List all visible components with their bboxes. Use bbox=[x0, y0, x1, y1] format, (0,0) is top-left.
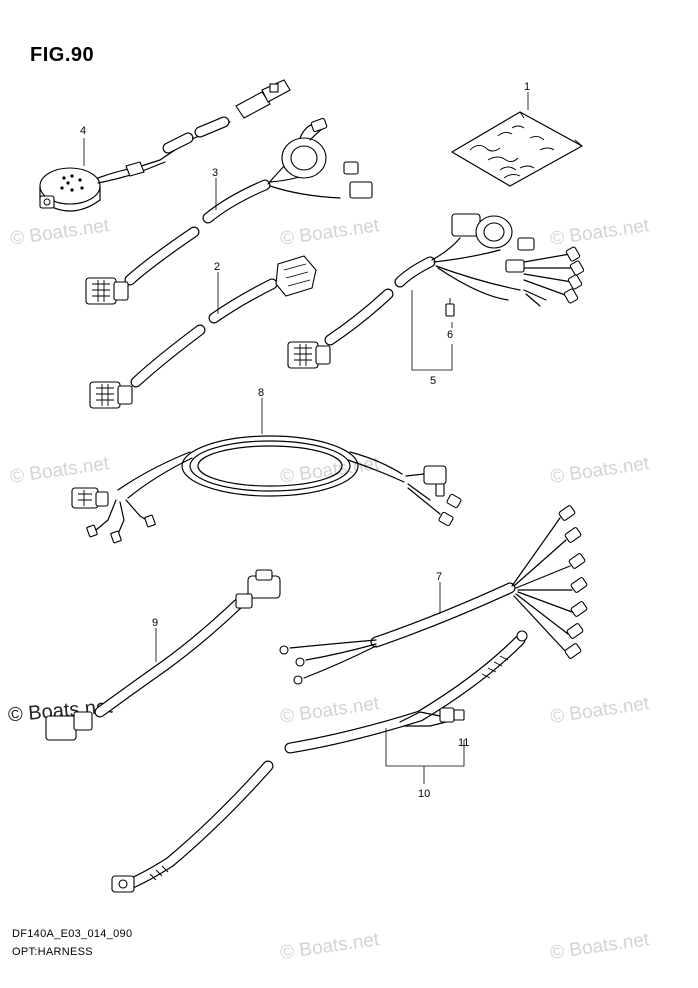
part-4-buzzer-harness bbox=[39, 79, 291, 212]
part-7-multi-lead-harness bbox=[279, 505, 588, 685]
callout-2: 2 bbox=[214, 261, 220, 273]
part-3-harness bbox=[85, 117, 373, 305]
figure-name-caption: OPT:HARNESS bbox=[12, 946, 93, 958]
part-10-long-harness bbox=[111, 630, 528, 893]
callout-6: 6 bbox=[447, 329, 453, 341]
callout-3: 3 bbox=[212, 167, 218, 179]
callout-4: 4 bbox=[80, 125, 86, 137]
callout-5: 5 bbox=[430, 375, 436, 387]
callout-10: 10 bbox=[418, 788, 430, 800]
figure-title: FIG.90 bbox=[30, 44, 95, 66]
callout-1: 1 bbox=[524, 81, 530, 93]
callout-7: 7 bbox=[436, 571, 442, 583]
leader-line bbox=[411, 290, 453, 371]
part-11-connector bbox=[439, 707, 465, 723]
part-9-adapter-harness bbox=[45, 569, 281, 741]
part-2-extension-harness bbox=[89, 255, 317, 409]
part-5-main-harness bbox=[287, 213, 585, 369]
figure-code-caption: DF140A_E03_014_090 bbox=[12, 928, 133, 940]
callout-9: 9 bbox=[152, 617, 158, 629]
part-1-parts-bag bbox=[451, 111, 583, 187]
part-6-fuse bbox=[445, 298, 455, 317]
callout-11: 11 bbox=[458, 737, 469, 749]
leader-line bbox=[385, 728, 465, 767]
callout-8: 8 bbox=[258, 387, 264, 399]
part-8-long-harness bbox=[71, 435, 462, 544]
